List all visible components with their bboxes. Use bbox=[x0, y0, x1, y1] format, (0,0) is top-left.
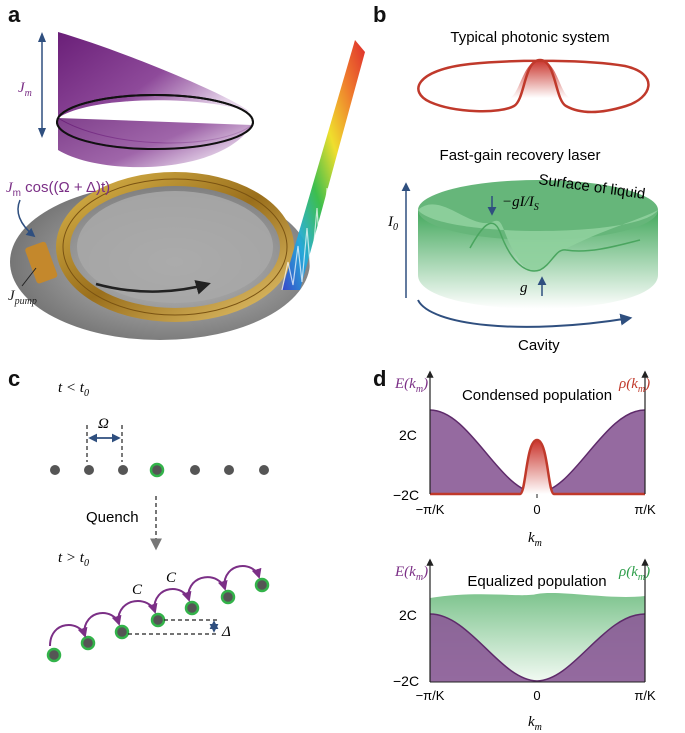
cavity-label: Cavity bbox=[518, 337, 560, 354]
band-dispersion-area-2 bbox=[430, 614, 645, 682]
bottom-energy-axis-label: E(km) bbox=[394, 564, 428, 583]
top-x-tick-right: π/K bbox=[634, 502, 656, 517]
lattice-site bbox=[84, 465, 94, 475]
coupling-c-label-2: C bbox=[166, 570, 177, 586]
lattice-site-occupied bbox=[149, 462, 165, 478]
top-x-tick-left: −π/K bbox=[416, 502, 445, 517]
gain-saturation-label: −gI/IS bbox=[502, 194, 539, 213]
panel-a: Jm Jm cos((Ω + Δ)t) Jpump bbox=[6, 32, 367, 340]
lattice-site bbox=[50, 465, 60, 475]
ladder-site bbox=[80, 635, 96, 651]
frequency-comb-spectrum bbox=[281, 40, 367, 291]
typical-system-title: Typical photonic system bbox=[450, 29, 609, 46]
lattice-site bbox=[190, 465, 200, 475]
coupling-c-label-1: C bbox=[132, 582, 143, 598]
gain-label: g bbox=[520, 280, 528, 296]
lattice-site bbox=[259, 465, 269, 475]
ladder-site bbox=[184, 600, 200, 616]
cavity-arrow bbox=[417, 299, 633, 328]
t-before-label: t < t0 bbox=[58, 380, 89, 399]
ladder-site bbox=[114, 624, 130, 640]
band-dispersion-area bbox=[430, 410, 645, 494]
bottom-x-tick-right: π/K bbox=[634, 688, 656, 703]
panel-letter-d: d bbox=[373, 366, 387, 391]
top-y-tick-minus-2c: −2C bbox=[393, 487, 419, 503]
top-y-tick-2c: 2C bbox=[399, 427, 417, 443]
equalized-title: Equalized population bbox=[467, 573, 606, 590]
bottom-density-axis-label: ρ(km) bbox=[618, 564, 650, 583]
top-x-axis-label: km bbox=[528, 530, 542, 549]
fast-gain-title: Fast-gain recovery laser bbox=[440, 147, 601, 164]
lattice-site bbox=[224, 465, 234, 475]
jm-label: Jm bbox=[18, 80, 32, 99]
condensed-title: Condensed population bbox=[462, 387, 612, 404]
panel-d-top-plot bbox=[426, 370, 649, 498]
t-after-label: t > t0 bbox=[58, 550, 89, 569]
i0-label: I0 bbox=[387, 214, 398, 233]
bottom-y-tick-minus-2c: −2C bbox=[393, 673, 419, 689]
panel-c: t < t0 Ω Quench t > t0 bbox=[46, 380, 270, 663]
panel-d-bottom-plot bbox=[426, 558, 649, 683]
panel-letter-a: a bbox=[8, 2, 21, 27]
panel-letter-c: c bbox=[8, 366, 21, 391]
omega-label: Ω bbox=[98, 416, 109, 432]
liquid-cylinder bbox=[418, 180, 658, 309]
bottom-x-axis-label: km bbox=[528, 714, 542, 733]
top-density-axis-label: ρ(km) bbox=[618, 376, 650, 395]
quench-label: Quench bbox=[86, 509, 139, 526]
bottom-y-tick-2c: 2C bbox=[399, 607, 417, 623]
bottom-x-tick-left: −π/K bbox=[416, 688, 445, 703]
lattice-site bbox=[118, 465, 128, 475]
lattice-sites-before bbox=[50, 462, 269, 478]
delta-label: Δ bbox=[221, 624, 231, 640]
panel-letter-b: b bbox=[373, 2, 387, 27]
top-x-tick-mid: 0 bbox=[533, 502, 540, 517]
coupler-pad bbox=[25, 241, 58, 284]
ladder-site bbox=[254, 577, 270, 593]
ladder-site bbox=[220, 589, 236, 605]
modulation-profile bbox=[38, 32, 254, 168]
circulation-arrow bbox=[95, 280, 211, 295]
ladder-site bbox=[46, 647, 62, 663]
ring-resonator bbox=[10, 172, 310, 340]
condensed-population-peak bbox=[520, 440, 554, 494]
bottom-x-tick-mid: 0 bbox=[533, 688, 540, 703]
typical-photonic-ring bbox=[417, 58, 650, 114]
pump-label: Jpump bbox=[8, 288, 37, 307]
drive-label: Jm cos((Ω + Δ)t) bbox=[6, 179, 110, 199]
panel-b: Typical photonic system Fast-gain recove… bbox=[387, 29, 658, 354]
ladder-site bbox=[150, 612, 166, 628]
wannier-stark-ladder bbox=[46, 565, 270, 663]
top-energy-axis-label: E(km) bbox=[394, 376, 428, 395]
